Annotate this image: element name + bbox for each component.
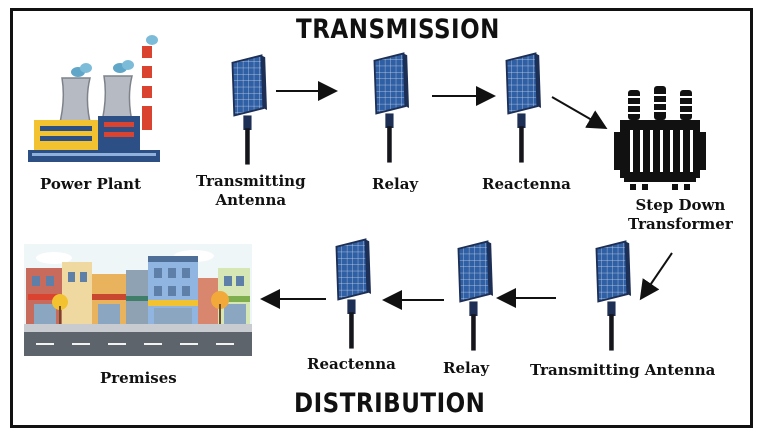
transmission-heading: TRANSMISSION <box>296 15 500 45</box>
transmitting-antenna-bottom-label: Transmitting Antenna <box>530 361 716 379</box>
street-shops-icon <box>24 244 252 356</box>
reactenna-bottom-label: Reactenna <box>307 355 396 373</box>
power-plant-icon <box>26 34 164 164</box>
reactenna-bottom-icon <box>331 238 371 350</box>
transmitting-antenna-top-line1: Transmitting <box>196 172 306 190</box>
reactenna-top-icon <box>501 48 541 168</box>
step-down-line2: Transformer <box>628 215 733 233</box>
reactenna-top-label: Reactenna <box>482 175 571 193</box>
distribution-heading: DISTRIBUTION <box>294 389 486 419</box>
transmitting-antenna-top-label: Transmitting Antenna <box>196 172 306 210</box>
step-down-line1: Step Down <box>635 196 726 214</box>
transmitting-antenna-bottom-icon <box>591 240 631 352</box>
transmitting-antenna-top-line2: Antenna <box>215 191 287 209</box>
premises-label: Premises <box>100 369 177 387</box>
step-down-transformer-label: Step Down Transformer <box>628 196 733 234</box>
power-plant-label: Power Plant <box>40 175 141 193</box>
transformer-icon <box>610 84 710 194</box>
relay-bottom-icon <box>453 240 493 352</box>
relay-top-icon <box>369 48 409 168</box>
transmitting-antenna-top-icon <box>227 50 267 170</box>
relay-bottom-label: Relay <box>443 359 490 377</box>
relay-top-label: Relay <box>372 175 419 193</box>
